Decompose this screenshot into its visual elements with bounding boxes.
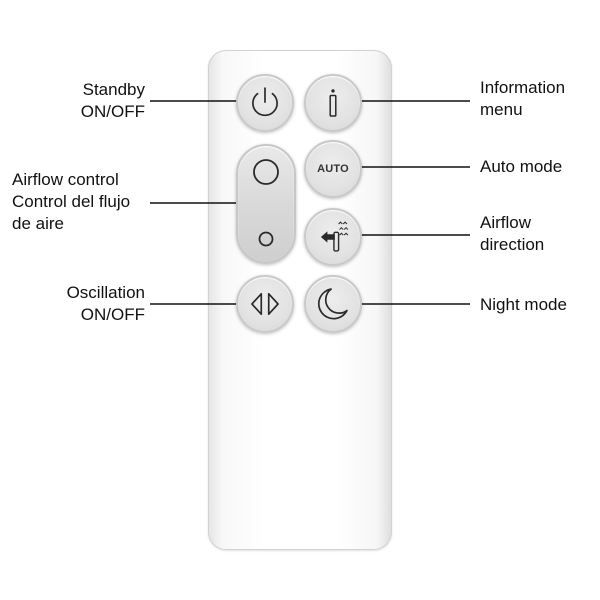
airflow-control-rocker [236, 144, 296, 264]
information-button[interactable] [304, 74, 362, 132]
night-mode-label: Night mode [480, 295, 567, 314]
oscillation-button[interactable] [236, 275, 294, 333]
night-mode-button[interactable] [304, 275, 362, 333]
auto-mode-button[interactable]: AUTO [304, 140, 362, 198]
power-icon [252, 87, 278, 117]
standby-button[interactable] [236, 74, 294, 132]
circle-large-icon [253, 159, 279, 185]
airflow-direction-label: Airflow direction [480, 213, 545, 254]
auto-mode-label: Auto mode [480, 157, 563, 176]
info-icon [329, 89, 337, 117]
crescent-moon-icon [318, 288, 348, 320]
airflow-direction-button[interactable] [304, 208, 362, 266]
oscillation-label: Oscillation ON/OFF [66, 283, 145, 324]
airflow-increase-button[interactable] [238, 146, 294, 204]
circle-small-icon [258, 231, 274, 247]
left-right-triangles-icon [251, 292, 279, 316]
airflow-decrease-button[interactable] [238, 204, 294, 262]
information-label: Information menu [480, 78, 566, 119]
airflow-direction-icon [320, 221, 349, 252]
standby-label: Standby ON/OFF [80, 80, 145, 121]
airflow-control-label: Airflow control Control del flujo de air… [12, 170, 131, 233]
auto-button-label: AUTO [317, 163, 349, 175]
